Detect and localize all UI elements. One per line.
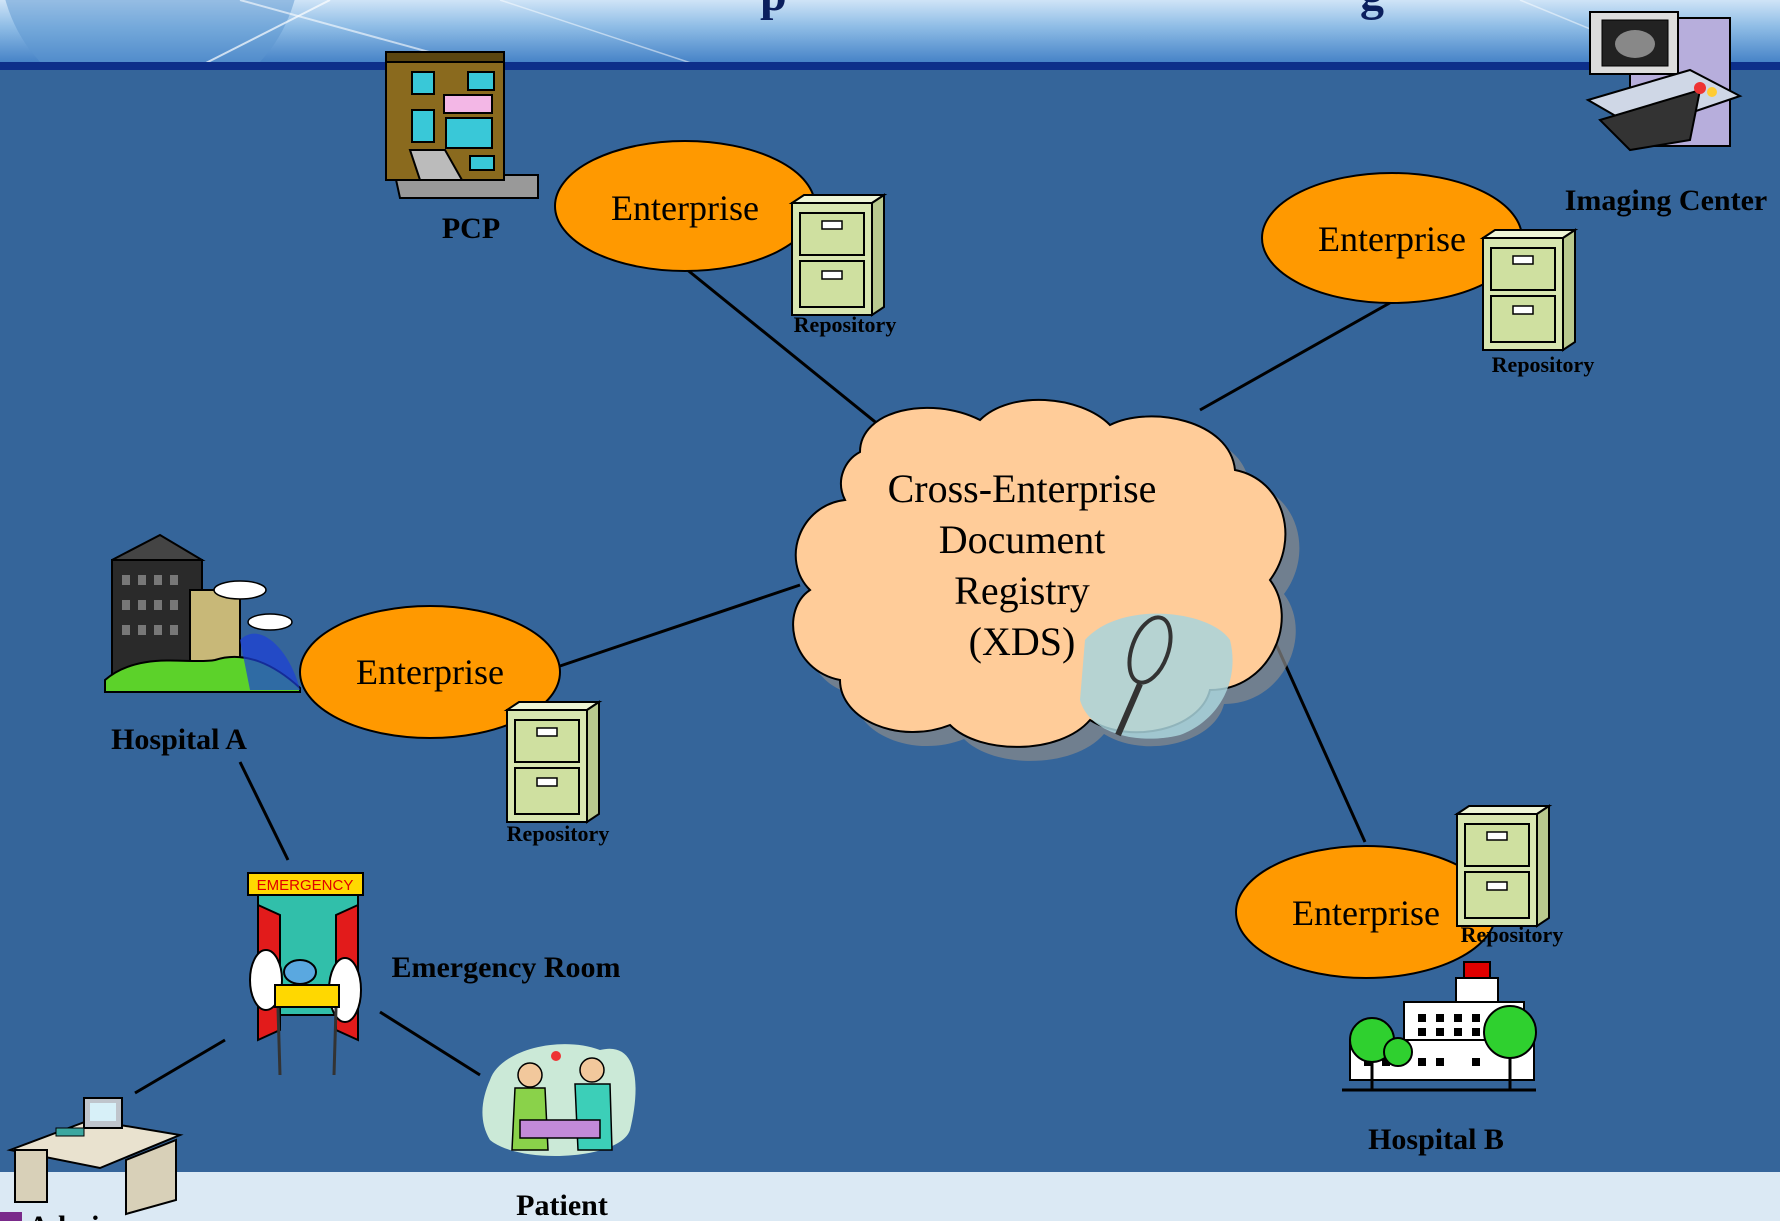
repository-imaging: Repository [1482, 229, 1595, 377]
hospital-b-building-icon [1342, 961, 1537, 1092]
emergency-sign-text: EMERGENCY [257, 877, 354, 894]
repository-hospital-a-label: Repository [507, 821, 610, 846]
magnifier-icon [1080, 613, 1233, 739]
xds-line-4: (XDS) [969, 619, 1076, 664]
repository-pcp-label: Repository [794, 312, 897, 337]
xds-line-1: Cross-Enterprise [888, 466, 1157, 511]
repository-pcp: Repository [791, 194, 897, 337]
file-cabinet-icon [791, 194, 885, 316]
repository-hospital-a: Repository [506, 701, 610, 846]
enterprise-hospital-a-label: Enterprise [356, 652, 504, 692]
imaging-center-label: Imaging Center [1565, 184, 1767, 217]
enterprise-hospital-b-label: Enterprise [1292, 893, 1440, 933]
patient-bedside-icon [482, 1044, 636, 1157]
enterprise-imaging: Enterprise [1261, 172, 1523, 304]
footer-band [0, 1172, 1780, 1221]
enterprise-pcp: Enterprise [554, 140, 816, 272]
xds-registry-cloud: Cross-Enterprise Document Registry (XDS) [792, 398, 1300, 761]
enterprise-hospital-a: Enterprise [299, 605, 561, 739]
enterprise-imaging-label: Enterprise [1318, 219, 1466, 259]
repository-hospital-b: Repository [1456, 805, 1564, 947]
banner-graphic: p g [5, 0, 1681, 66]
xds-line-2: Document [939, 517, 1106, 562]
imaging-workstation-icon [1585, 11, 1743, 152]
line-pcp-xds [684, 266, 896, 440]
enterprise-hospital-b: Enterprise [1235, 845, 1497, 979]
admin-label: Admin [28, 1210, 117, 1221]
pcp-label: PCP [442, 212, 500, 245]
file-cabinet-icon [1482, 229, 1576, 351]
patient-label: Patient [516, 1189, 608, 1221]
line-hospitala-xds [559, 583, 801, 668]
hospital-b-label: Hospital B [1368, 1123, 1504, 1156]
emergency-room-label: Emergency Room [391, 951, 620, 984]
admin-desk-icon [0, 1097, 184, 1221]
hospital-a-label: Hospital A [111, 723, 247, 756]
line-er-patient [379, 1010, 481, 1077]
repository-hospital-b-label: Repository [1461, 922, 1564, 947]
pcp-building-icon [385, 51, 539, 199]
repository-imaging-label: Repository [1492, 352, 1595, 377]
enterprise-pcp-label: Enterprise [611, 188, 759, 228]
xds-line-3: Registry [954, 568, 1090, 613]
banner-globe [5, 0, 295, 66]
connector-lines [134, 266, 1396, 1095]
banner-title-fragment-right: g [1360, 0, 1384, 21]
file-cabinet-icon [506, 701, 600, 823]
banner-rule [0, 62, 1780, 70]
emergency-room-icon: EMERGENCY [247, 872, 364, 1076]
title-banner: p g [0, 0, 1780, 66]
line-hospitala-er [238, 761, 290, 861]
hospital-a-building-icon [104, 533, 301, 693]
banner-title-fragment: p [760, 0, 787, 21]
file-cabinet-icon [1456, 805, 1550, 927]
line-hospitalb-xds [1270, 634, 1367, 843]
line-imaging-xds [1199, 298, 1396, 412]
line-er-admin [134, 1038, 226, 1095]
